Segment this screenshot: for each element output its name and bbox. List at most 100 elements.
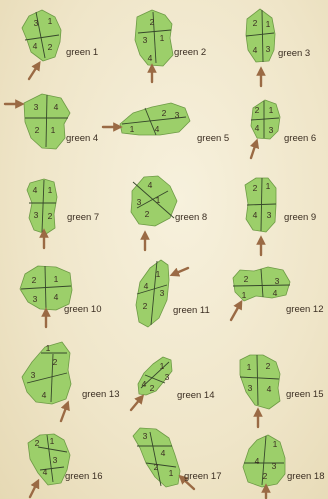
section-number: 4	[267, 384, 272, 394]
green-shape	[133, 428, 180, 487]
section-number: 2	[145, 209, 150, 219]
green-1: 31 42	[22, 10, 61, 79]
section-number: 4	[255, 123, 260, 133]
section-number: 4	[54, 292, 59, 302]
green-label: green 4	[66, 134, 98, 144]
section-number: 2	[48, 42, 53, 52]
section-number: 4	[144, 281, 149, 291]
green-4: 3421	[5, 94, 70, 149]
section-number: 2	[244, 274, 249, 284]
section-number: 1	[48, 16, 53, 26]
green-label: green 15	[286, 390, 324, 400]
section-number: 2	[162, 108, 167, 118]
section-number: 4	[253, 45, 258, 55]
section-number: 2	[253, 183, 258, 193]
green-5: 23 1 4	[103, 103, 190, 135]
section-number: 4	[253, 210, 258, 220]
green-label: green 7	[67, 213, 99, 223]
section-number: 3	[165, 372, 170, 382]
section-number: 3	[175, 110, 180, 120]
approach-arrow	[29, 65, 38, 79]
section-number: 2	[143, 301, 148, 311]
green-10: 2 1 3 4	[20, 266, 72, 327]
section-number: 3	[33, 294, 38, 304]
green-label: green 8	[175, 213, 207, 223]
green-label: green 12	[286, 305, 324, 315]
section-number: 4	[33, 185, 38, 195]
section-number: 3	[34, 18, 39, 28]
section-number: 2	[255, 105, 260, 115]
green-label: green 5	[197, 134, 229, 144]
section-number: 4	[54, 102, 59, 112]
section-number: 1	[273, 439, 278, 449]
green-label: green 16	[65, 472, 103, 482]
section-number: 3	[143, 35, 148, 45]
section-number: 2	[150, 383, 155, 393]
section-number: 3	[269, 125, 274, 135]
section-number: 1	[156, 195, 161, 205]
green-15: 1 2 3 4	[240, 355, 280, 427]
section-number: 4	[155, 124, 160, 134]
green-18: 1432	[243, 435, 285, 498]
section-number: 3	[272, 461, 277, 471]
section-number: 3	[34, 210, 39, 220]
green-label: green 6	[284, 134, 316, 144]
section-number: 2	[154, 462, 159, 472]
section-number: 3	[266, 44, 271, 54]
green-label: green 11	[173, 306, 210, 316]
section-number: 1	[50, 436, 55, 446]
section-number: 1	[160, 33, 165, 43]
section-number: 4	[43, 467, 48, 477]
green-label: green 17	[184, 472, 222, 482]
section-number: 1	[269, 105, 274, 115]
section-number: 4	[148, 180, 153, 190]
section-number: 1	[247, 362, 252, 372]
section-number: 2	[150, 17, 155, 27]
green-label: green 1	[66, 48, 98, 58]
green-label: green 14	[177, 391, 215, 401]
section-number: 4	[33, 41, 38, 51]
section-number: 1	[169, 468, 174, 478]
section-number: 4	[42, 390, 47, 400]
section-number: 3	[275, 276, 280, 286]
section-number: 4	[161, 448, 166, 458]
section-number: 3	[137, 197, 142, 207]
section-number: 3	[160, 288, 165, 298]
approach-arrow	[231, 304, 240, 320]
section-number: 1	[266, 181, 271, 191]
section-number: 1	[266, 19, 271, 29]
section-number: 1	[46, 343, 51, 353]
section-number: 1	[54, 274, 59, 284]
green-14: 1342	[131, 357, 172, 410]
section-number: 2	[35, 438, 40, 448]
section-number: 1	[48, 185, 53, 195]
approach-arrow	[30, 483, 37, 497]
section-number: 3	[248, 383, 253, 393]
section-number: 1	[156, 269, 161, 279]
section-number: 2	[266, 361, 271, 371]
section-number: 3	[31, 370, 36, 380]
section-number: 4	[142, 379, 147, 389]
section-number: 1	[130, 124, 135, 134]
green-8: 43 12	[131, 176, 177, 250]
section-number: 2	[32, 275, 37, 285]
section-number: 4	[273, 288, 278, 298]
green-11: 14 3 2	[136, 260, 188, 327]
green-label: green 2	[174, 48, 206, 58]
green-label: green 18	[287, 472, 325, 482]
section-number: 2	[53, 357, 58, 367]
approach-arrow	[251, 143, 256, 158]
section-number: 4	[255, 456, 260, 466]
section-number: 3	[53, 455, 58, 465]
approach-arrow	[61, 405, 67, 421]
section-number: 1	[242, 290, 247, 300]
section-number: 2	[48, 211, 53, 221]
green-label: green 3	[278, 49, 310, 59]
green-label: green 10	[64, 305, 102, 315]
